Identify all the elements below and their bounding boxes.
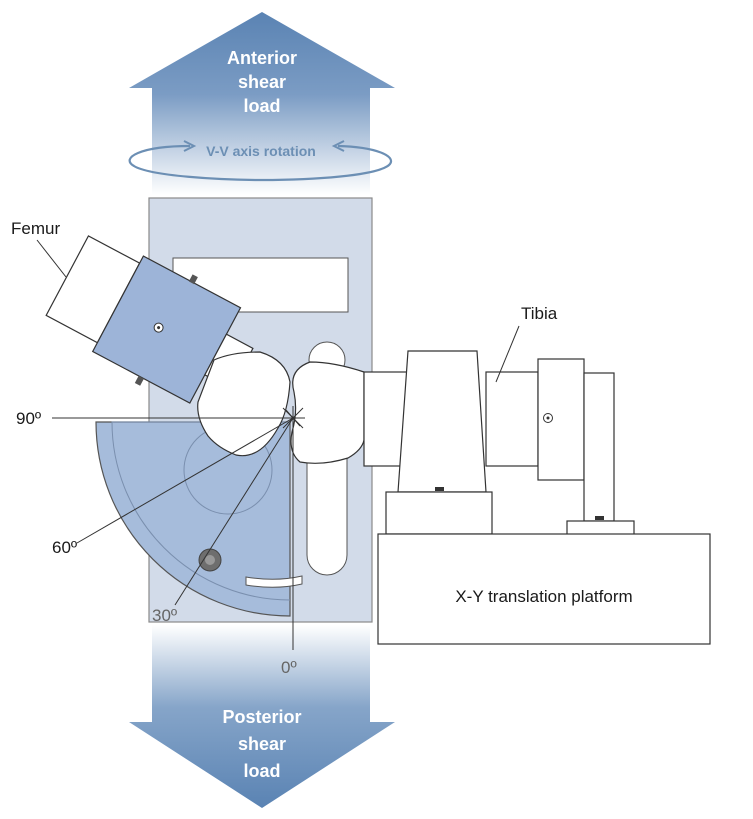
posterior-label-line3: load: [243, 761, 280, 781]
posterior-label-line1: Posterior: [222, 707, 301, 727]
tibia-label: Tibia: [521, 304, 558, 323]
angle-0-label: 0º: [281, 658, 297, 677]
angle-30-label: 30º: [152, 606, 177, 625]
translation-platform: [377, 533, 711, 645]
anterior-label-line1: Anterior: [227, 48, 297, 68]
tibia-shaft: [485, 371, 539, 467]
angle-60-label: 60º: [52, 538, 77, 557]
tibia-bone: [290, 361, 365, 464]
angle-lines: [52, 417, 294, 650]
tibia-leader-line: [495, 325, 520, 383]
angle-90-label: 90º: [16, 409, 41, 428]
femur-leader-line: [36, 239, 67, 278]
tibia-base-block: [385, 491, 493, 535]
tibia-clamp-block: [397, 350, 487, 493]
femur-bone: [197, 351, 291, 457]
rotation-label: V-V axis rotation: [206, 143, 316, 159]
angle-goniometer: [95, 421, 291, 617]
anterior-shear-arrow: [129, 12, 395, 195]
tibia-post: [583, 372, 615, 522]
tibia-mount: [363, 350, 635, 536]
joint-center-icon: [281, 406, 305, 430]
femur-label: Femur: [11, 219, 60, 238]
anterior-label-line3: load: [243, 96, 280, 116]
platform-label: X-Y translation platform: [455, 587, 632, 606]
goniometer-slot: [245, 575, 303, 588]
tibia-post-base: [566, 520, 635, 536]
rotation-arrow-icon: [128, 140, 393, 182]
posterior-shear-arrow: [129, 625, 395, 808]
posterior-label-line2: shear: [238, 734, 286, 754]
anterior-label-line2: shear: [238, 72, 286, 92]
